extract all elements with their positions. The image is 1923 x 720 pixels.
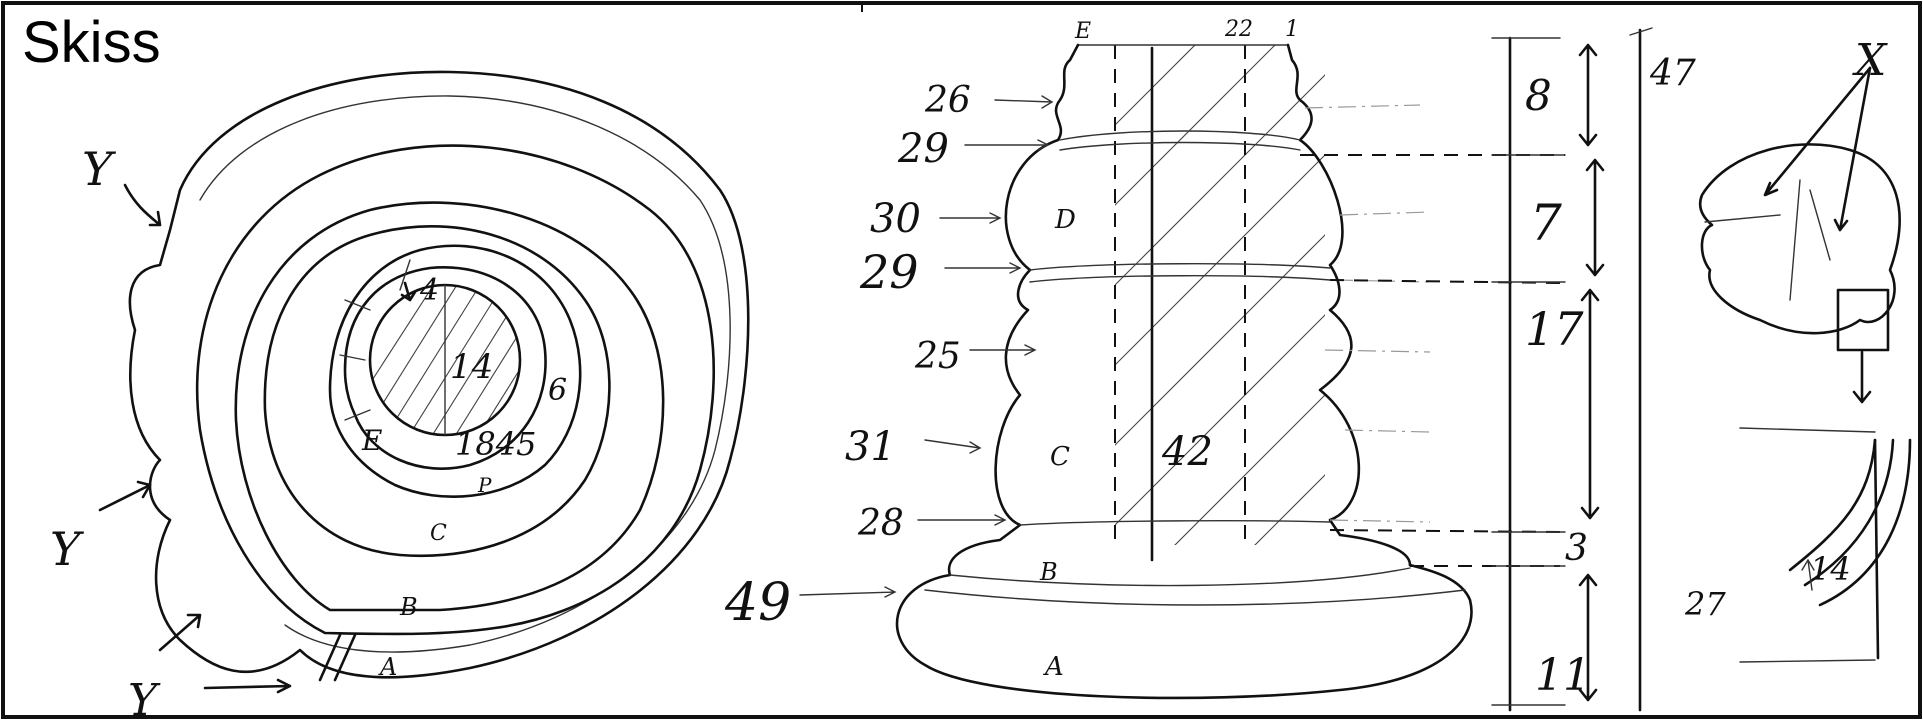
label-top-e: E	[1074, 19, 1091, 44]
detail-14: 14	[1810, 550, 1851, 588]
label-30: 30	[870, 196, 921, 242]
ring-a	[195, 144, 716, 636]
ring-b	[234, 201, 665, 612]
label-dim-14: 14	[450, 347, 493, 387]
label-29b: 29	[859, 245, 919, 299]
label-31: 31	[845, 424, 896, 470]
detail-top-shape	[1698, 143, 1901, 335]
label-dim-4: 4	[419, 273, 439, 308]
top-view	[98, 70, 750, 694]
ring-d	[328, 244, 582, 498]
dim-7: 7	[1530, 194, 1562, 252]
label-top-22: 22	[1224, 17, 1253, 42]
dim-3: 3	[1565, 528, 1588, 569]
label-center-42: 42	[1161, 429, 1213, 475]
top-view-outer-rim	[128, 70, 750, 679]
detail-zoom-box	[1836, 288, 1890, 352]
shaft-hatching	[1115, 45, 1325, 545]
detail-x: X	[1852, 35, 1888, 86]
side-view	[799, 43, 1565, 700]
label-letter-b-side: B	[1039, 558, 1058, 586]
label-letter-a: A	[378, 653, 397, 681]
detail-27: 27	[1684, 585, 1726, 623]
detail-view	[1698, 66, 1912, 663]
page-title: Skiss	[22, 10, 161, 75]
label-y-4: Y	[128, 675, 161, 720]
label-26: 26	[924, 80, 971, 121]
label-y-1: Y	[82, 142, 117, 196]
label-49: 49	[724, 573, 791, 633]
label-letter-c-side: C	[1050, 442, 1070, 472]
dim-11: 11	[1535, 650, 1591, 701]
label-dim-6: 6	[548, 373, 567, 408]
label-letter-b: B	[399, 593, 418, 621]
dim-47: 47	[1649, 53, 1696, 94]
label-letter-p: P	[477, 473, 492, 497]
label-top-1: 1	[1285, 17, 1299, 42]
dimension-column	[1491, 27, 1653, 712]
label-letter-a-side: A	[1043, 652, 1064, 682]
side-profile-left	[895, 43, 1473, 700]
label-dim-1845: 1845	[455, 425, 536, 463]
ring-e	[343, 266, 547, 470]
label-y-2: Y	[50, 522, 85, 576]
dim-17: 17	[1525, 302, 1584, 356]
side-profile-right	[1286, 43, 1412, 567]
label-letter-d: D	[1054, 205, 1076, 235]
label-29a: 29	[897, 126, 949, 172]
label-letter-c: C	[430, 521, 447, 546]
label-25: 25	[914, 336, 961, 377]
label-28: 28	[857, 503, 904, 544]
label-letter-e: E	[361, 424, 382, 457]
dim-8: 8	[1525, 71, 1552, 120]
ring-c	[263, 225, 611, 557]
